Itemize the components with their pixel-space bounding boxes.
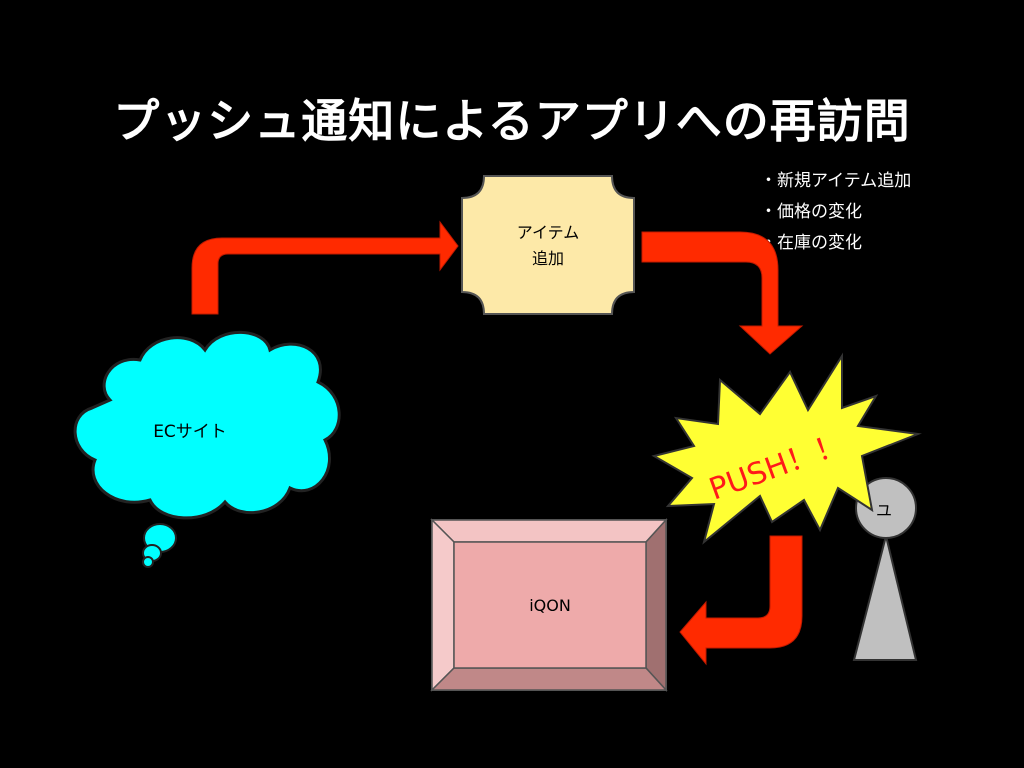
- arrow-push-to-app: [679, 535, 803, 666]
- item-label-line2: 追加: [532, 249, 564, 268]
- ec-site-label: ECサイト: [153, 422, 227, 442]
- user-figure: ユ: [852, 477, 918, 661]
- item-added-box: アイテム 追加: [461, 175, 635, 315]
- slide-title: プッシュ通知によるアプリへの再訪問: [113, 94, 911, 148]
- user-label: ユ: [876, 501, 892, 520]
- note-stock-change: ・在庫の変化: [760, 233, 862, 253]
- iqon-app-box: iQON: [430, 518, 668, 692]
- notes-list: ・新規アイテム追加 ・価格の変化 ・在庫の変化: [760, 166, 911, 259]
- item-label-line1: アイテム: [517, 223, 579, 242]
- iqon-label: iQON: [529, 596, 571, 615]
- note-price-change: ・価格の変化: [760, 202, 862, 222]
- arrow-item-to-push: [641, 231, 804, 355]
- arrow-ec-to-item: [191, 220, 459, 315]
- ec-site-cloud: ECサイト: [73, 330, 341, 568]
- push-burst: PUSH！！: [651, 352, 922, 545]
- note-new-item: ・新規アイテム追加: [760, 171, 912, 191]
